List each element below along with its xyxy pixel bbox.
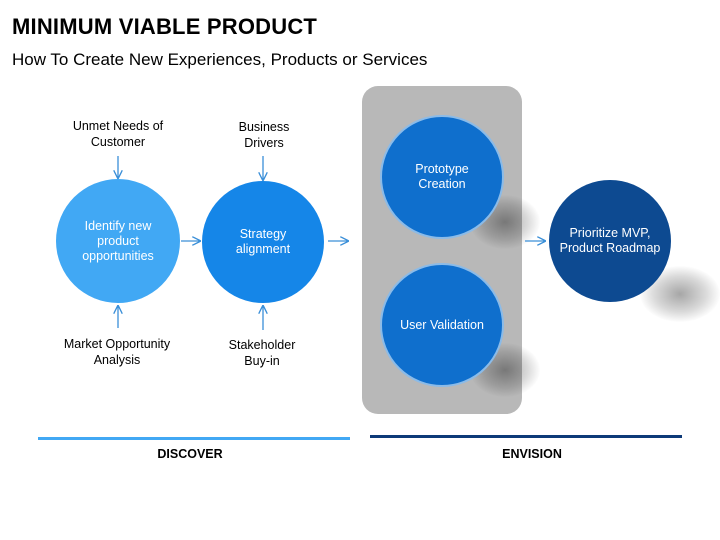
phase-discover: DISCOVER [157, 447, 223, 461]
page-subtitle: How To Create New Experiences, Products … [12, 50, 428, 69]
input-market-opportunity: Market Opportunity Analysis [63, 337, 171, 367]
input-unmet-needs: Unmet Needs of Customer [72, 119, 164, 149]
node-prioritize: Prioritize MVP, Product Roadmap [549, 180, 671, 302]
node-strategy: Strategy alignment [202, 181, 324, 303]
input-business-drivers: Business Drivers [238, 120, 290, 150]
page-title: MINIMUM VIABLE PRODUCT [12, 14, 318, 39]
node-prototype: Prototype Creation [380, 115, 504, 239]
envision-rule [370, 435, 682, 438]
node-identify: Identify new product opportunities [56, 179, 180, 303]
phase-envision: ENVISION [502, 447, 562, 461]
input-stakeholder-buyin: Stakeholder Buy-in [228, 338, 296, 368]
discover-rule [38, 437, 350, 440]
node-validation: User Validation [380, 263, 504, 387]
